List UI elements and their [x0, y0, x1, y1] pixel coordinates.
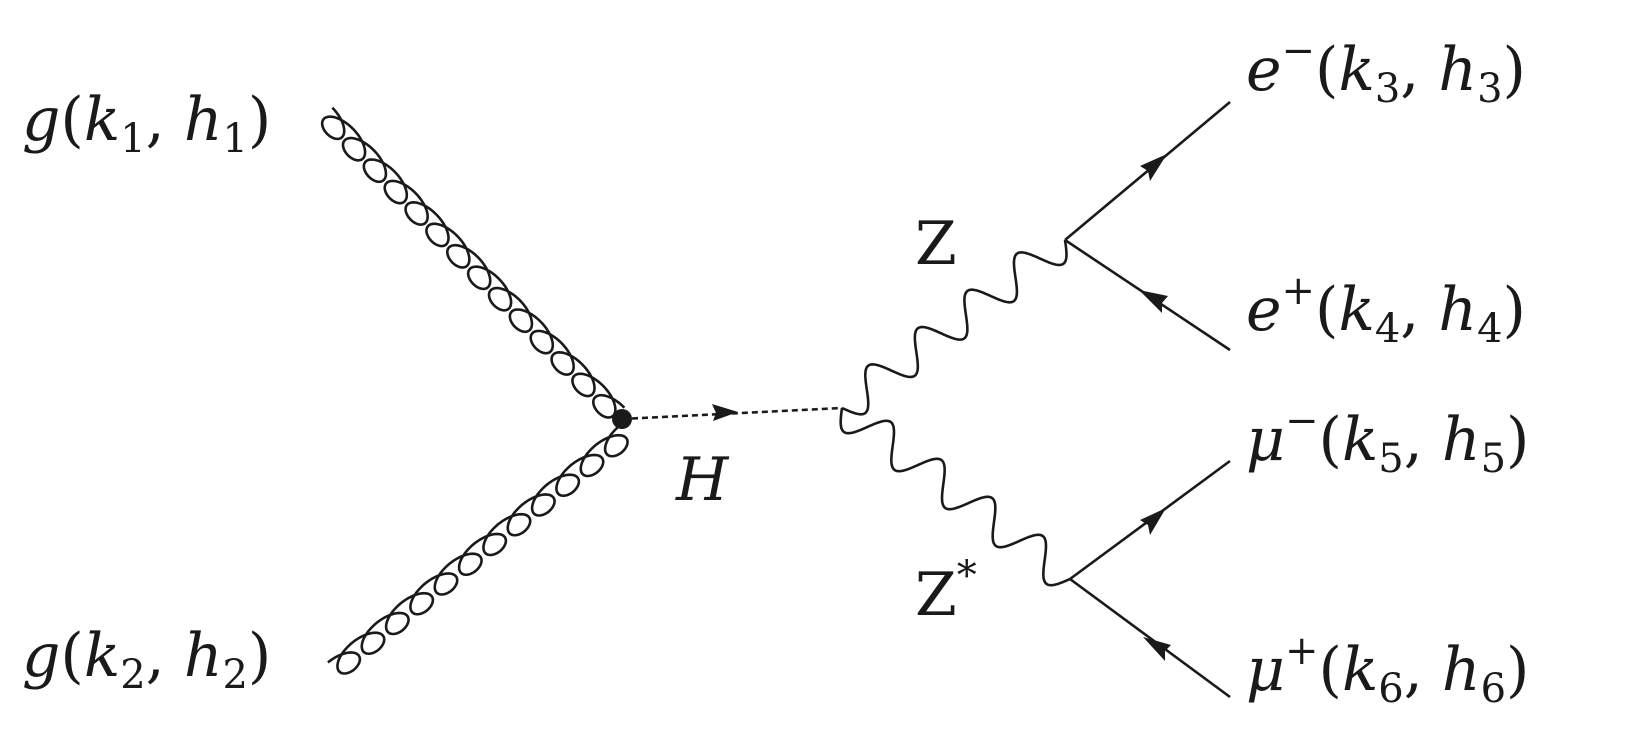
label-z-sym: Z — [915, 209, 957, 279]
z-star-boson-line — [839, 407, 1071, 587]
label-g2-k-index: 2 — [120, 652, 145, 698]
label-electron-h-index: 3 — [1477, 66, 1502, 112]
gluon-line-2 — [327, 424, 629, 675]
label-z: Z — [915, 209, 957, 279]
z-boson-line — [841, 239, 1068, 416]
positron-arrow — [1139, 290, 1168, 313]
label-positron-sym: e — [1246, 275, 1282, 345]
electron-arrow — [1140, 154, 1167, 181]
label-antimuon: μ+(k6, h6) — [1246, 628, 1529, 712]
label-g1-sym: g — [22, 85, 60, 155]
label-positron-h-index: 4 — [1477, 306, 1502, 352]
label-g1-h-index: 1 — [222, 116, 247, 162]
label-electron: e−(k3, h3) — [1246, 28, 1526, 112]
label-electron-sup: − — [1282, 28, 1316, 74]
label-muon-sup: − — [1285, 398, 1319, 444]
label-positron: e+(k4, h4) — [1246, 268, 1526, 352]
label-g1-k-index: 1 — [120, 116, 145, 162]
label-g2: g(k2, h2) — [22, 621, 271, 698]
label-antimuon-sup: + — [1285, 628, 1319, 674]
label-g1: g(k1, h1) — [22, 85, 271, 162]
electron-line — [1064, 101, 1231, 241]
label-z-star-sup: * — [957, 553, 977, 599]
label-antimuon-sym: μ — [1246, 635, 1285, 705]
label-g2-h-index: 2 — [222, 652, 247, 698]
antimuon-arrow — [1143, 637, 1171, 661]
label-g2-sym: g — [22, 621, 60, 691]
label-z-star: Z* — [915, 553, 977, 630]
higgs-arrow — [712, 404, 738, 421]
label-muon-sym: μ — [1246, 405, 1285, 475]
label-muon: μ−(k5, h5) — [1246, 398, 1529, 482]
label-electron-k-index: 3 — [1375, 66, 1400, 112]
label-positron-k-index: 4 — [1375, 306, 1400, 352]
label-antimuon-h-index: 6 — [1481, 666, 1506, 712]
muon-arrow — [1140, 508, 1166, 535]
label-antimuon-k-index: 6 — [1378, 666, 1403, 712]
label-muon-h-index: 5 — [1481, 436, 1506, 482]
antimuon-line — [1069, 577, 1231, 699]
label-positron-sup: + — [1282, 268, 1316, 314]
ggh-vertex-dot — [612, 409, 632, 429]
label-higgs: H — [675, 445, 730, 515]
gluon-line-1 — [320, 106, 626, 419]
label-muon-k-index: 5 — [1378, 436, 1403, 482]
label-z-star-sym: Z — [915, 560, 957, 630]
label-electron-sym: e — [1246, 35, 1282, 105]
